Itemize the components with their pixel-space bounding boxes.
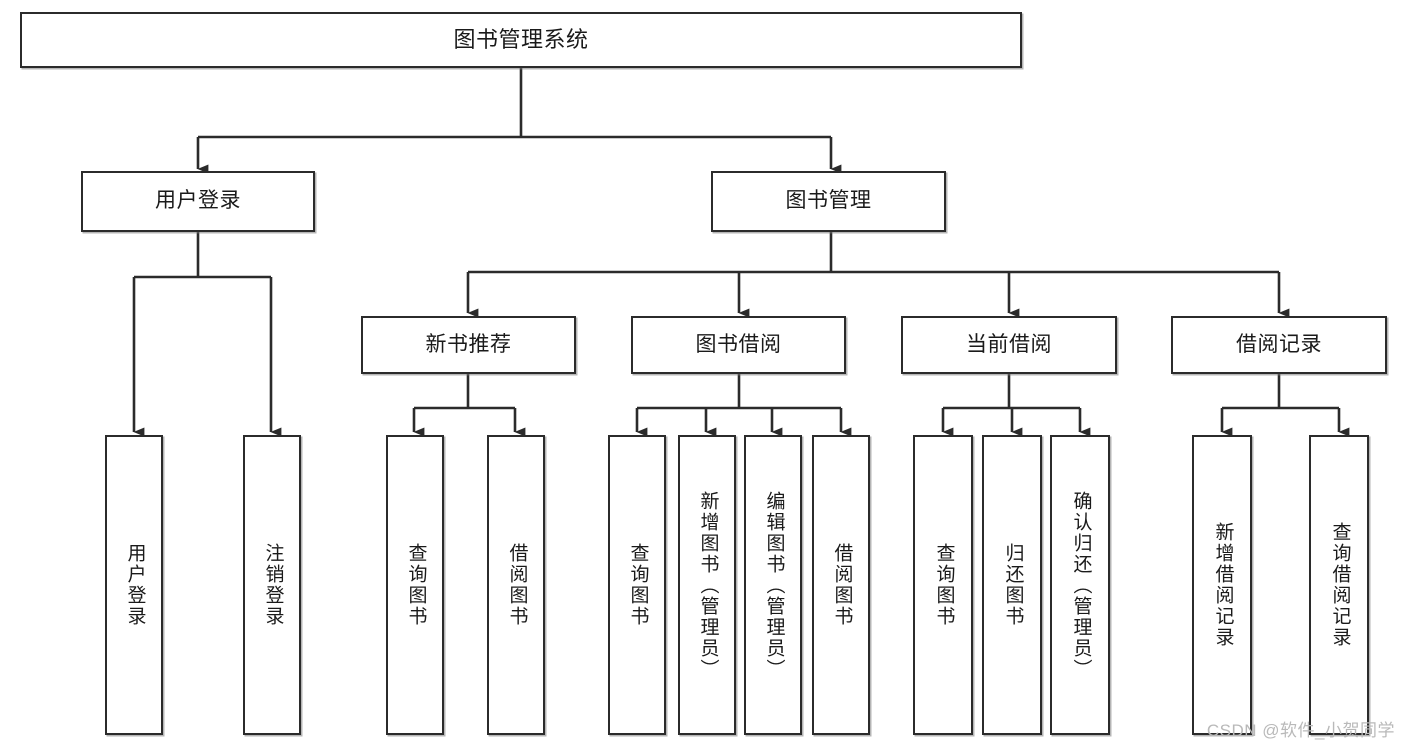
node-leaf-add-book[interactable]: 新增图书（管理员） xyxy=(678,435,736,735)
node-book-manage-label: 图书管理 xyxy=(785,189,872,213)
node-leaf-add-book-label: 新增图书（管理员） xyxy=(697,490,719,680)
node-leaf-query-book-1-label: 查询图书 xyxy=(405,543,427,627)
node-leaf-confirm-return[interactable]: 确认归还（管理员） xyxy=(1050,435,1110,735)
node-borrow-record-label: 借阅记录 xyxy=(1236,332,1322,356)
node-leaf-borrow-book-2[interactable]: 借阅图书 xyxy=(812,435,870,735)
node-user-login[interactable]: 用户登录 xyxy=(81,171,315,232)
node-book-borrow[interactable]: 图书借阅 xyxy=(631,316,846,374)
node-leaf-query-book-3-label: 查询图书 xyxy=(933,543,955,627)
node-leaf-query-record-label: 查询借阅记录 xyxy=(1329,522,1351,648)
node-new-book-recommend[interactable]: 新书推荐 xyxy=(361,316,576,374)
node-leaf-borrow-book-1[interactable]: 借阅图书 xyxy=(487,435,545,735)
node-user-login-label: 用户登录 xyxy=(155,189,241,213)
node-book-manage[interactable]: 图书管理 xyxy=(711,171,946,232)
node-leaf-query-book-3[interactable]: 查询图书 xyxy=(913,435,973,735)
node-new-book-recommend-label: 新书推荐 xyxy=(425,332,512,356)
node-current-borrow-label: 当前借阅 xyxy=(966,332,1052,356)
node-book-borrow-label: 图书借阅 xyxy=(695,332,782,356)
node-leaf-return-book[interactable]: 归还图书 xyxy=(982,435,1042,735)
node-root[interactable]: 图书管理系统 xyxy=(20,12,1022,68)
node-leaf-user-login[interactable]: 用户登录 xyxy=(105,435,163,735)
node-leaf-add-record-label: 新增借阅记录 xyxy=(1212,522,1234,648)
node-current-borrow[interactable]: 当前借阅 xyxy=(901,316,1117,374)
node-leaf-query-record[interactable]: 查询借阅记录 xyxy=(1309,435,1369,735)
node-leaf-query-book-2-label: 查询图书 xyxy=(627,543,649,627)
node-leaf-borrow-book-1-label: 借阅图书 xyxy=(506,543,528,627)
node-leaf-edit-book-label: 编辑图书（管理员） xyxy=(763,490,785,680)
node-leaf-user-logout[interactable]: 注销登录 xyxy=(243,435,301,735)
node-borrow-record[interactable]: 借阅记录 xyxy=(1171,316,1387,374)
node-leaf-user-logout-label: 注销登录 xyxy=(262,543,284,627)
node-leaf-query-book-2[interactable]: 查询图书 xyxy=(608,435,666,735)
node-leaf-borrow-book-2-label: 借阅图书 xyxy=(831,543,853,627)
node-leaf-confirm-return-label: 确认归还（管理员） xyxy=(1070,490,1092,680)
node-root-label: 图书管理系统 xyxy=(453,27,589,53)
node-leaf-return-book-label: 归还图书 xyxy=(1002,543,1024,627)
node-leaf-add-record[interactable]: 新增借阅记录 xyxy=(1192,435,1252,735)
node-leaf-edit-book[interactable]: 编辑图书（管理员） xyxy=(744,435,802,735)
node-leaf-user-login-label: 用户登录 xyxy=(124,543,146,627)
node-leaf-query-book-1[interactable]: 查询图书 xyxy=(386,435,444,735)
